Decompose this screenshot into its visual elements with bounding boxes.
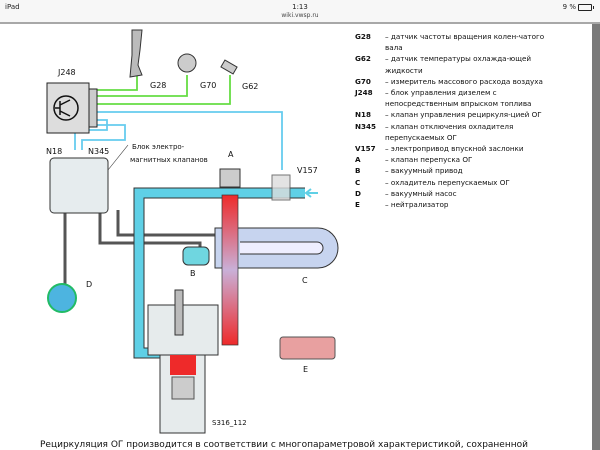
catalytic-converter-e (279, 336, 336, 360)
legend-code: V157 (355, 144, 376, 154)
legend-desc: – датчик температуры охлажда-ющей жидкос… (385, 54, 532, 75)
legend-code: A (355, 155, 361, 165)
g28-sensor (129, 29, 143, 78)
clock: 1:13 (292, 3, 308, 11)
legend-desc: – электропривод впускной заслонки (385, 144, 524, 154)
sensor-wires (95, 75, 231, 105)
g70-sensor (177, 53, 197, 73)
legend-desc: – клапан отключения охладителя перепуска… (385, 121, 514, 142)
c-label: C (302, 276, 308, 285)
body-paragraph: Рециркуляция ОГ производится в соответст… (40, 440, 528, 450)
legend: G28 – датчик частоты вращения колен-чатог… (355, 31, 545, 210)
legend-desc: – блок управления дизелем с непосредстве… (385, 88, 532, 109)
legend-code: J248 (355, 88, 373, 98)
g70-label: G70 (200, 81, 216, 90)
legend-item: D – вакуумный насос (355, 188, 545, 199)
vacuum-pump-d (47, 283, 77, 313)
legend-item: B – вакуумный привод (355, 165, 545, 176)
legend-code: B (355, 166, 361, 176)
legend-desc: – охладитель перепускаемых ОГ (385, 177, 510, 187)
j248-label: J248 (57, 68, 76, 77)
legend-item: C – охладитель перепускаемых ОГ (355, 177, 545, 188)
legend-code: N345 (355, 121, 377, 131)
figure-id: S316_112 (212, 419, 247, 427)
legend-item: E – нейтрализатор (355, 199, 545, 210)
legend-code: G28 (355, 32, 371, 41)
legend-desc: – измеритель массового расхода воздуха (385, 76, 543, 86)
legend-desc: – вакуумный насос (385, 188, 457, 198)
intake-arrow-icon (304, 188, 318, 198)
battery-percent: 9 % (562, 3, 576, 11)
legend-item: G62 – датчик температуры охлажда-ющей жид… (355, 53, 545, 75)
legend-item: N18 – клапан управления рециркуля-цией ОГ (355, 109, 545, 120)
e-label: E (303, 365, 308, 374)
a-label: A (228, 150, 234, 159)
scrollbar[interactable] (592, 24, 600, 450)
device-name: iPad (5, 3, 20, 11)
solenoid-valve-block (49, 157, 109, 214)
legend-item: G28 – датчик частоты вращения колен-чатог… (355, 31, 545, 53)
g28-label: G28 (150, 81, 166, 90)
legend-item: G70 – измеритель массового расхода воздух… (355, 76, 545, 87)
legend-desc: – клапан перепуска ОГ (385, 155, 473, 165)
vacuum-actuator-b (182, 246, 210, 266)
g62-sensor (220, 59, 238, 75)
n18-label: N18 (46, 147, 62, 156)
legend-desc: – клапан управления рециркуля-цией ОГ (385, 110, 542, 120)
legend-code: C (355, 177, 361, 187)
legend-code: N18 (355, 110, 372, 120)
g62-label: G62 (242, 82, 258, 91)
egr-valve-a (219, 168, 241, 188)
valve-block-label: Блок электро- (132, 143, 185, 151)
b-label: B (190, 269, 196, 278)
actuator-wires (74, 111, 283, 170)
legend-code: G70 (355, 76, 371, 86)
battery-icon (578, 3, 594, 11)
j248-control-unit (46, 82, 98, 134)
legend-code: G62 (355, 54, 371, 64)
legend-desc: – датчик частоты вращения колен-чатого в… (385, 32, 545, 53)
url-bar[interactable]: wiki.vwsp.ru (281, 12, 319, 19)
v157-label: V157 (297, 166, 318, 175)
valve-block-label-2: магнитных клапанов (130, 156, 208, 164)
legend-code: E (355, 200, 360, 210)
legend-desc: – нейтрализатор (385, 200, 449, 210)
engine-block (147, 289, 219, 434)
legend-item: A – клапан перепуска ОГ (355, 154, 545, 165)
v157-throttle (271, 174, 291, 201)
legend-item: N345 – клапан отключения охладителя переп… (355, 121, 545, 143)
legend-code: D (355, 188, 361, 198)
d-label: D (86, 280, 92, 289)
ios-status-bar: iPad 1:13 wiki.vwsp.ru 9 % (0, 0, 600, 24)
legend-item: V157 – электропривод впускной заслонки (355, 143, 545, 154)
n345-label: N345 (88, 147, 109, 156)
legend-item: J248 – блок управления дизелем с непосред… (355, 87, 545, 109)
legend-desc: – вакуумный привод (385, 166, 463, 176)
egr-system-diagram: J248 G28 G70 G62 N18 N345 Блок электро- … (46, 29, 339, 434)
